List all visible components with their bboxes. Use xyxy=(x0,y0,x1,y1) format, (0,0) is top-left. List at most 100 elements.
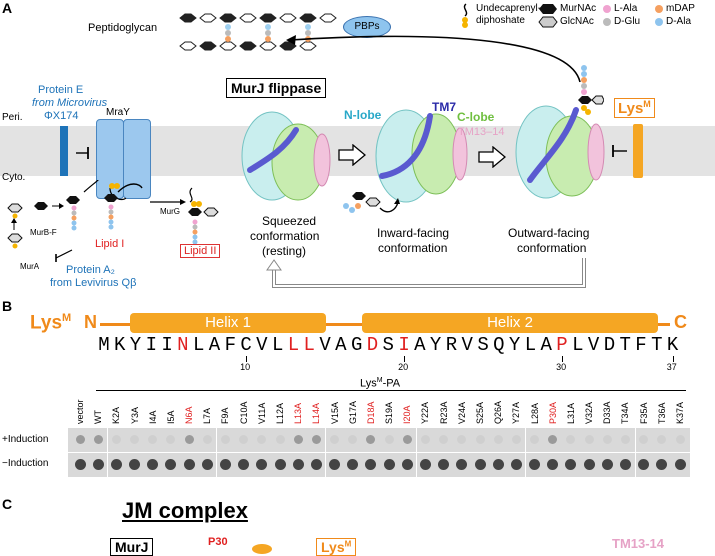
inward-caption-2: conformation xyxy=(378,241,448,255)
colony-minus-s19a xyxy=(383,459,395,470)
mutant-label-q26a: Q26A xyxy=(493,400,504,424)
legend-mdap: mDAP xyxy=(666,3,695,14)
protein-e-line3: ΦX174 xyxy=(44,110,79,122)
colony-plus-l13a xyxy=(293,435,303,444)
colony-minus-f35a xyxy=(638,459,650,470)
lysm-label-b-sup: M xyxy=(62,312,72,324)
pa-header-main: Lys xyxy=(360,377,377,390)
colony-plus-q26a xyxy=(493,435,503,444)
peri-label: Peri. xyxy=(2,112,23,123)
panel-b-label: B xyxy=(2,298,13,314)
colony-minus-p30a xyxy=(547,459,559,470)
helix2-bar: Helix 2 xyxy=(362,313,658,333)
plate-separator xyxy=(107,428,109,477)
residue-9: F xyxy=(224,334,236,356)
mutant-label-l28a: L28A xyxy=(529,402,540,424)
panel-c-murj-box: MurJ xyxy=(110,538,154,556)
mutant-label-l31a: L31A xyxy=(565,402,576,424)
outward-caption-1: Outward-facing xyxy=(508,226,590,240)
residue-18: D xyxy=(366,334,379,356)
pbps-arrow xyxy=(286,35,581,83)
cyto-label: Cyto. xyxy=(2,172,26,183)
colony-plus-f35a xyxy=(639,435,649,444)
panel-a-label: A xyxy=(2,0,13,16)
lipid2-outward-icon xyxy=(578,65,604,115)
panel-c-p30-label: P30 xyxy=(208,536,228,548)
outward-caption-2: conformation xyxy=(517,241,587,255)
colony-plus-s19a xyxy=(384,435,394,444)
colony-plus-i5a xyxy=(166,435,176,444)
residue-2: K xyxy=(113,334,126,356)
murbf-label: MurB-F xyxy=(30,228,57,237)
murg-label: MurG xyxy=(160,207,180,216)
helix2-label: Helix 2 xyxy=(487,314,533,331)
residue-14: L xyxy=(303,334,315,356)
pbps-label: PBPs xyxy=(354,21,380,32)
murj-squeezed-structure xyxy=(241,111,331,201)
panel-c-orange-blob xyxy=(252,544,272,554)
residue-32: V xyxy=(587,334,600,356)
colony-plus-d33a xyxy=(602,435,612,444)
protein-a2-line2: from Levivirus Qβ xyxy=(50,277,137,289)
colony-minus-i4a xyxy=(147,459,159,470)
colony-minus-v32a xyxy=(583,459,595,470)
lipid1-label: Lipid I xyxy=(95,238,125,250)
legend-glcnac: GlcNAc xyxy=(560,16,594,27)
cyto-pathway-icons xyxy=(7,180,219,262)
mray-label: MraY xyxy=(106,107,130,118)
residue-5: I xyxy=(161,334,173,356)
n-terminus: N xyxy=(84,312,97,332)
squeezed-caption-3: (resting) xyxy=(262,244,307,258)
inhibit-mray-icon xyxy=(76,147,89,159)
legend-dala: D-Ala xyxy=(666,16,692,27)
plus-induction-label: +Induction xyxy=(2,434,49,445)
lipid2-label: Lipid II xyxy=(180,244,221,258)
mutant-label-d33a: D33A xyxy=(602,401,613,424)
mutant-label-vector: vector xyxy=(75,399,85,424)
colony-plus-k37a xyxy=(675,435,685,444)
residue-1: M xyxy=(98,334,110,356)
glcnac-icon xyxy=(538,16,558,28)
mutant-label-p30a: P30A xyxy=(547,401,558,424)
pa-header-sup: M xyxy=(376,377,383,384)
mutant-label-l7a: L7A xyxy=(202,407,213,424)
colony-plus-s25a xyxy=(475,435,485,444)
lysm-sup-a: M xyxy=(643,99,651,109)
residue-36: T xyxy=(651,334,663,356)
colony-minus-s25a xyxy=(474,459,486,470)
legend-dglu: D-Glu xyxy=(614,16,641,27)
legend-lala: L-Ala xyxy=(614,3,638,14)
mura-label: MurA xyxy=(20,262,40,271)
residue-27: Y xyxy=(508,334,521,356)
plate-plus-induction xyxy=(68,428,690,452)
residue-8: A xyxy=(208,334,221,356)
lysm-box: LysM xyxy=(614,98,655,118)
colony-minus-d33a xyxy=(601,459,613,470)
mutant-label-l12a: L12A xyxy=(275,402,285,424)
dala-dot-icon xyxy=(655,18,663,26)
mutant-label-s19a: S19A xyxy=(384,401,395,424)
colony-minus-l14a xyxy=(310,459,322,470)
mutant-label-y3a: Y3A xyxy=(129,406,140,424)
residue-12: L xyxy=(271,334,284,356)
colony-plus-vector xyxy=(75,435,85,444)
mutant-label-t34a: T34A xyxy=(620,402,631,424)
pa-header-line xyxy=(96,390,686,391)
residue-4: I xyxy=(145,334,157,356)
protein-a2-line1: Protein A₂ xyxy=(66,264,115,276)
residue-20: I xyxy=(398,334,410,356)
pa-header-label: LysM-PA xyxy=(360,377,400,390)
colony-minus-t36a xyxy=(656,459,668,470)
colony-minus-l7a xyxy=(201,459,213,470)
mutant-label-y27a: Y27A xyxy=(511,401,522,424)
mdap-dot-icon xyxy=(655,5,663,13)
colony-minus-v11a xyxy=(256,459,268,470)
colony-minus-d18a xyxy=(365,459,377,470)
pbps-badge: PBPs xyxy=(343,16,391,38)
residue-7: L xyxy=(192,334,205,356)
arrow-squeezed-to-inward xyxy=(338,144,366,166)
dglu-dot-icon xyxy=(603,18,611,26)
colony-minus-k2a xyxy=(110,459,122,470)
colony-minus-v15a xyxy=(329,459,341,470)
mutant-label-d18a: D18A xyxy=(365,401,376,424)
